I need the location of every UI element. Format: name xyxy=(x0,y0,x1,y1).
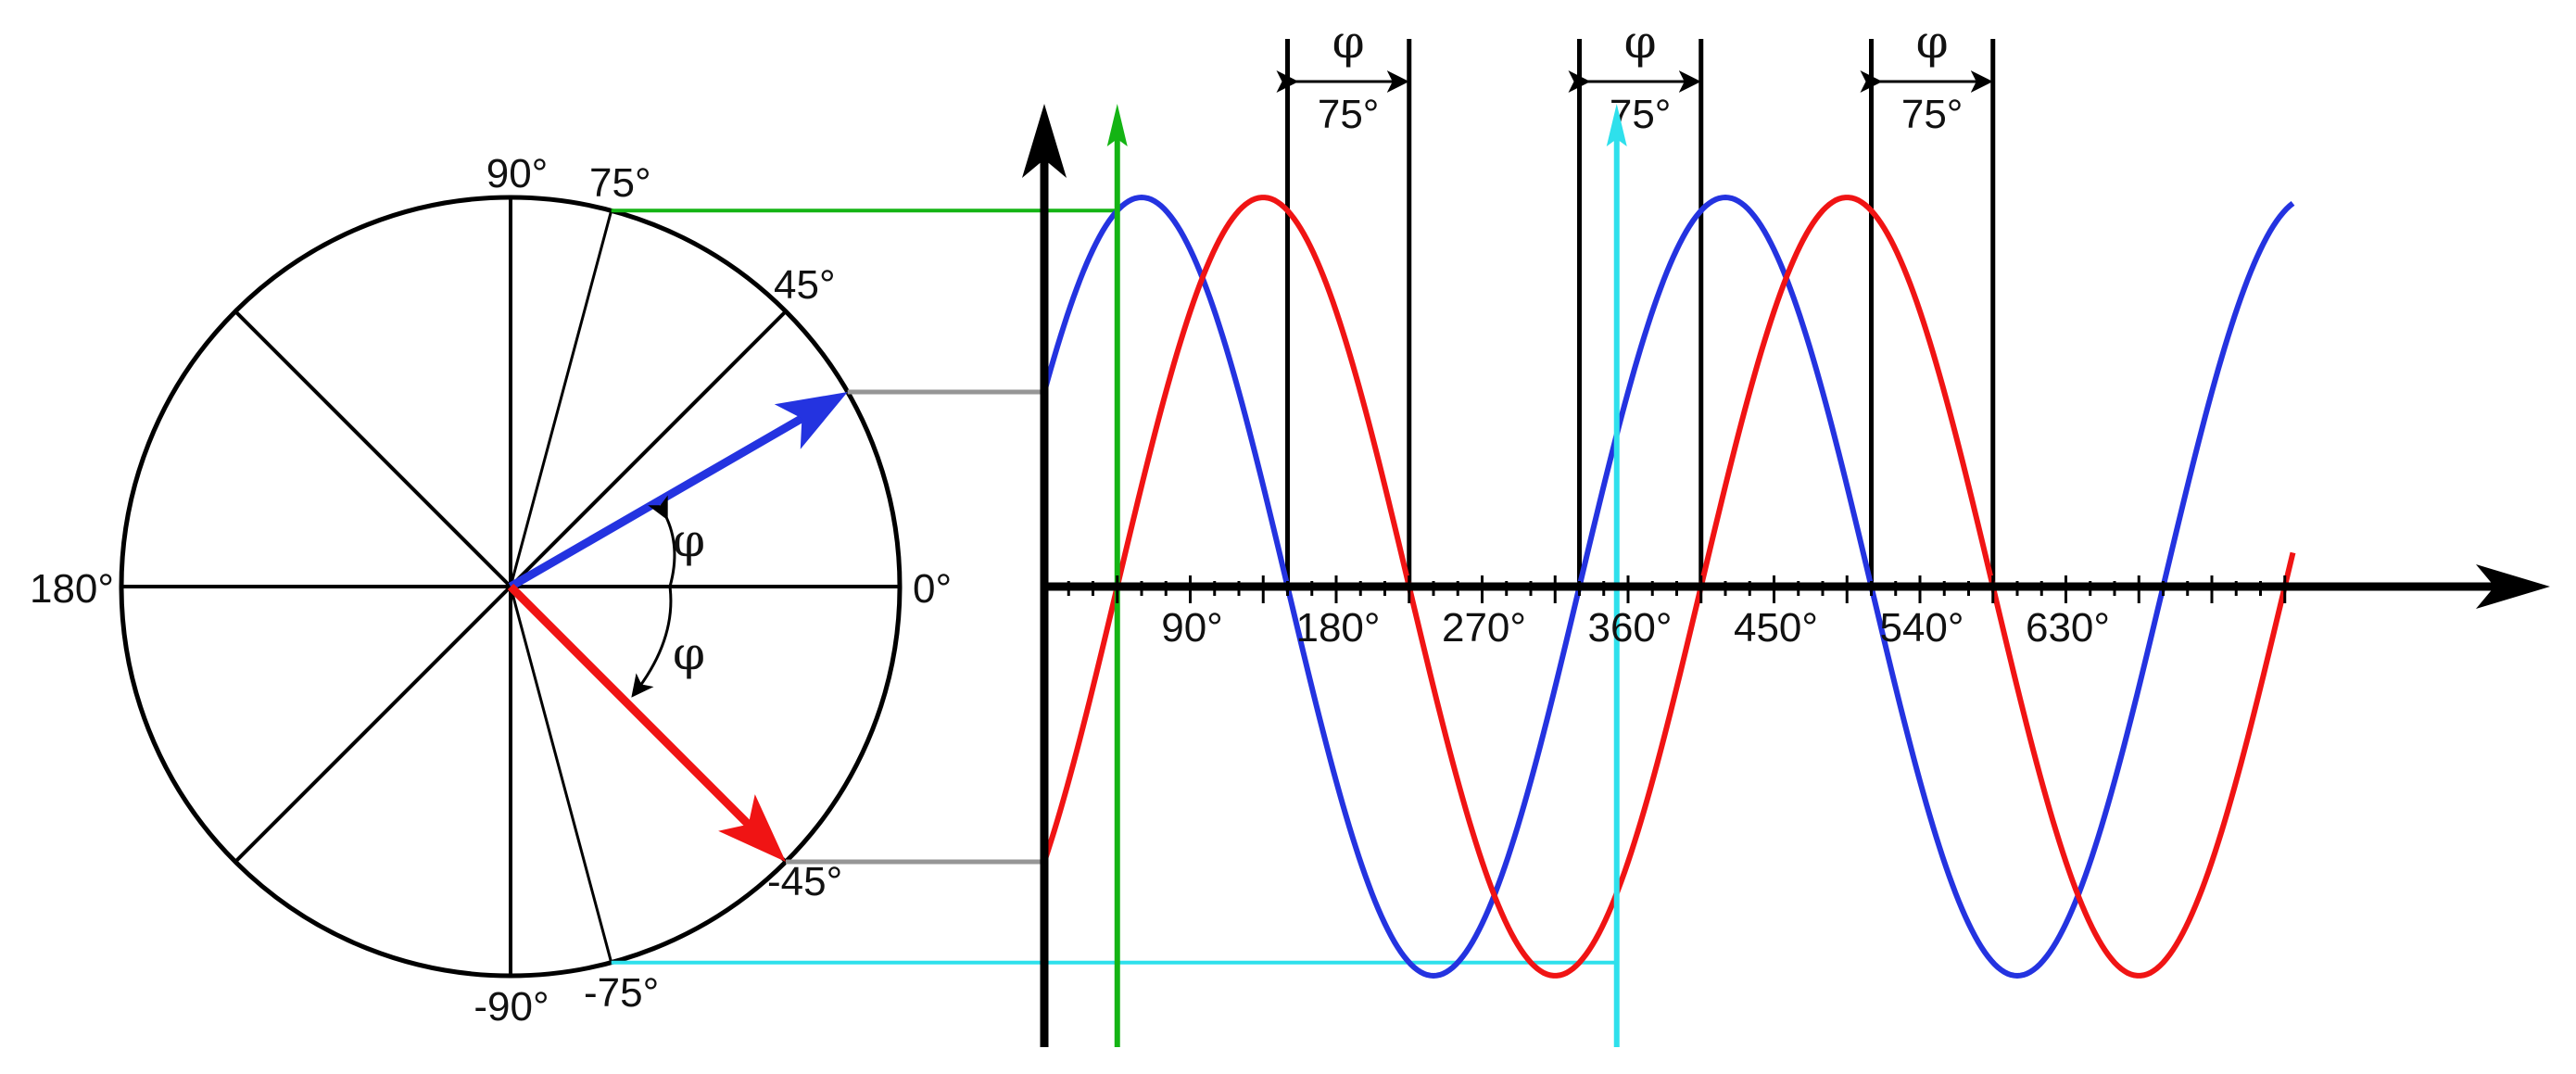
phasor-circle: 0° 45° 75° 90° 180° -45° -75° -90° φ φ xyxy=(30,151,952,1030)
angle-label-180: 180° xyxy=(30,566,114,612)
angle-label-90: 90° xyxy=(486,151,549,196)
angle-label-75: 75° xyxy=(589,160,651,206)
angle-label-neg90: -90° xyxy=(474,984,549,1030)
spoke-225 xyxy=(234,585,512,864)
y-axis-arrowhead xyxy=(1022,104,1067,178)
phi-label-lower: φ xyxy=(673,626,705,680)
red-vector-head xyxy=(718,794,786,862)
spoke-45 xyxy=(509,310,788,588)
blue-vector-shaft xyxy=(508,413,806,590)
phase-markers: φ75°φ75°φ75° xyxy=(1276,15,1996,587)
spoke-135 xyxy=(234,310,512,588)
phi-arc-upper xyxy=(648,495,676,588)
phase-value-label-2: 75° xyxy=(1901,92,1964,137)
phase-value-label-0: 75° xyxy=(1318,92,1380,137)
phi-label-upper: φ xyxy=(673,513,705,567)
projection-lines xyxy=(611,208,1617,965)
phase-phi-label-1: φ xyxy=(1624,15,1657,69)
red-waveform xyxy=(1042,195,2296,979)
cyan-reference-arrowhead xyxy=(1606,104,1627,146)
waveform-curves xyxy=(1042,194,2296,979)
angle-label-neg75: -75° xyxy=(584,970,659,1016)
angle-label-45: 45° xyxy=(774,262,836,308)
x-tick-label-630: 630° xyxy=(2026,605,2110,651)
blue-vector-head xyxy=(774,392,848,449)
x-tick-label-90: 90° xyxy=(1161,605,1223,651)
x-tick-label-540: 540° xyxy=(1879,605,1964,651)
phase-angle-arcs: φ φ xyxy=(631,495,705,698)
x-tick-label-360: 360° xyxy=(1587,605,1672,651)
phi-arc-lower xyxy=(631,586,673,698)
x-axis-ticks: 90° 180° 270° 360° 450° 540° 630° xyxy=(1067,575,2287,651)
phase-phi-label-2: φ xyxy=(1916,15,1949,69)
spoke-285 xyxy=(509,586,613,964)
angle-label-neg45: -45° xyxy=(767,859,842,904)
spoke-75 xyxy=(509,209,613,588)
waveform-chart: φ75°φ75°φ75° 90°180°270°360°450°540°630° xyxy=(1022,15,2550,1047)
green-reference-arrowhead xyxy=(1106,104,1128,146)
red-vector-shaft xyxy=(507,583,753,829)
x-tick-label-450: 450° xyxy=(1734,605,1818,651)
x-tick-label-270: 270° xyxy=(1442,605,1526,651)
chart-axes xyxy=(1022,104,2550,1047)
blue-waveform xyxy=(1042,194,2295,979)
x-axis-arrowhead xyxy=(2476,564,2550,609)
phase-phi-label-0: φ xyxy=(1332,15,1365,69)
x-tick-label-180: 180° xyxy=(1295,605,1380,651)
angle-label-0: 0° xyxy=(913,566,952,612)
circle-angle-labels: 0° 45° 75° 90° 180° -45° -75° -90° xyxy=(30,151,952,1030)
